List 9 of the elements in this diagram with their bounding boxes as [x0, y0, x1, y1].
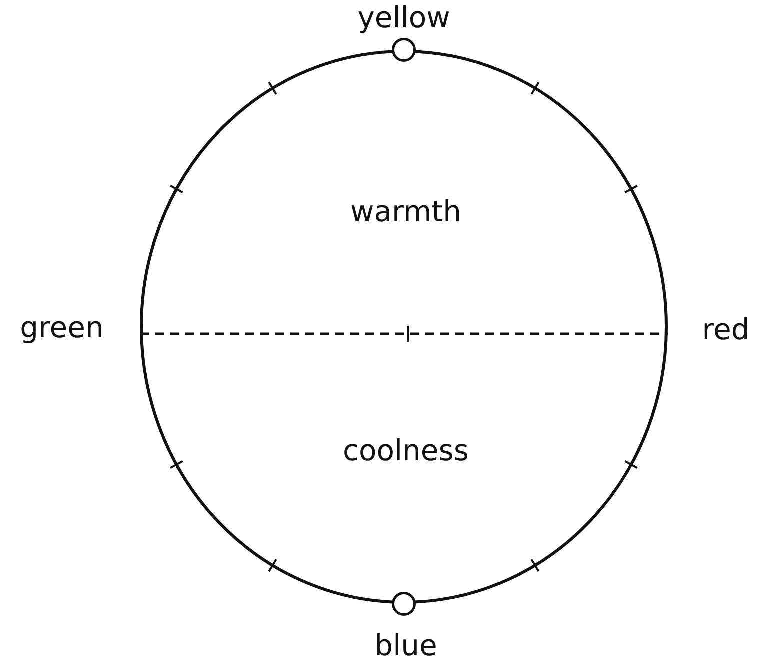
color-name: yellow [358, 4, 450, 32]
color-circle [140, 50, 668, 604]
color-name: blue [374, 632, 438, 660]
marker-circle [392, 592, 416, 616]
color-name: green [20, 314, 104, 342]
color-name: red [702, 316, 750, 344]
marker-circle [392, 38, 416, 62]
region-label: coolness [343, 436, 469, 466]
region-label: warmth [350, 198, 462, 226]
